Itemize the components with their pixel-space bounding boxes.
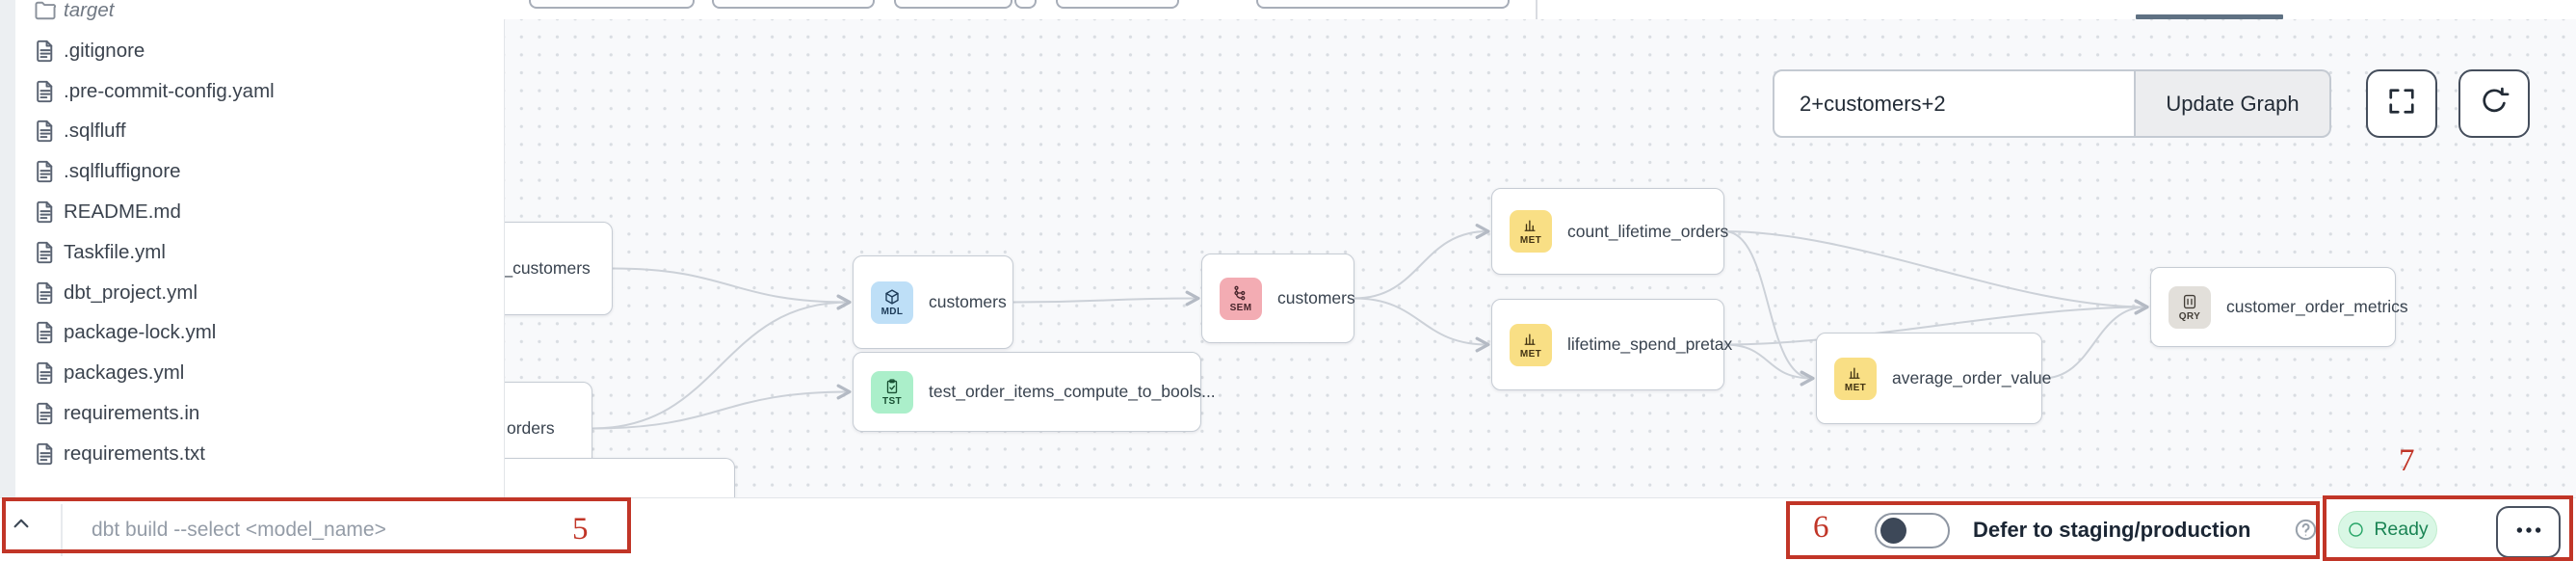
file-row-requirements-in[interactable]: requirements.in: [0, 397, 504, 430]
toggle-knob: [1880, 518, 1906, 544]
folder-icon: [33, 0, 58, 23]
lineage-selector-value: 2+customers+2: [1800, 91, 1946, 116]
file-name: .sqlfluff: [64, 120, 126, 143]
file-icon: [33, 79, 58, 104]
file-name: .pre-commit-config.yaml: [64, 79, 275, 102]
node-label: customers: [1277, 288, 1355, 307]
divider: [61, 504, 63, 556]
file-icon: [33, 361, 58, 386]
refresh-button[interactable]: [2458, 69, 2530, 138]
refresh-icon: [2477, 84, 2511, 123]
node-label: average_order_value: [1892, 368, 2052, 387]
file-name: package-lock.yml: [64, 321, 217, 344]
file-name: README.md: [64, 200, 181, 223]
metric-badge: MET: [1510, 210, 1552, 253]
file-icon: [33, 240, 58, 265]
node-label: customer_order_metrics: [2226, 297, 2408, 316]
file-icon: [33, 320, 58, 345]
node-label: orders: [507, 418, 555, 438]
toolbar-button-cutoff[interactable]: [1056, 0, 1179, 9]
file-row--sqlfluff[interactable]: .sqlfluff: [0, 115, 504, 147]
defer-toggle[interactable]: [1875, 513, 1950, 548]
file-row-README-md[interactable]: README.md: [0, 196, 504, 228]
file-row-requirements-txt[interactable]: requirements.txt: [0, 438, 504, 470]
fullscreen-icon: [2384, 84, 2419, 123]
help-icon[interactable]: [2293, 517, 2320, 544]
graph-node-customers_model[interactable]: MDL customers: [853, 255, 1013, 349]
chevron-up-icon[interactable]: [8, 510, 37, 539]
file-row-dbt-project-yml[interactable]: dbt_project.yml: [0, 277, 504, 309]
file-row--sqlfluffignore[interactable]: .sqlfluffignore: [0, 155, 504, 188]
toolbar-button-cutoff[interactable]: [1256, 0, 1510, 9]
graph-node-lifetime_spend_pretax[interactable]: MET lifetime_spend_pretax: [1491, 299, 1732, 390]
update-graph-button[interactable]: Update Graph: [2136, 69, 2331, 138]
file-icon: [33, 119, 58, 144]
test-badge: TST: [871, 370, 913, 414]
status-badge: Ready: [2338, 511, 2437, 548]
node-label: customers: [929, 292, 1007, 311]
fullscreen-button[interactable]: [2366, 69, 2437, 138]
graph-node-average_order_value[interactable]: MET average_order_value: [1816, 333, 2051, 424]
cube-badge: MDL: [871, 280, 913, 324]
file-icon: [33, 200, 58, 225]
node-label: stg_customers: [481, 258, 591, 278]
toolbar-button-cutoff[interactable]: [712, 0, 875, 9]
node-label: lifetime_spend_pretax: [1567, 334, 1733, 354]
panel-divider: [1536, 0, 1538, 19]
ellipsis-icon: [2512, 514, 2545, 551]
status-circle-icon: [2347, 521, 2365, 539]
file-icon: [33, 441, 58, 467]
metric-badge: MET: [1510, 323, 1552, 366]
file-name: dbt_project.yml: [64, 280, 198, 304]
file-row-target[interactable]: target: [0, 0, 504, 27]
query-badge: QRY: [2169, 285, 2211, 329]
file-name: requirements.txt: [64, 441, 205, 465]
graph-node-customer_order_metrics[interactable]: QRY customer_order_metrics: [2150, 267, 2408, 347]
lineage-selector-input[interactable]: 2+customers+2: [1773, 69, 2136, 138]
file-row--gitignore[interactable]: .gitignore: [0, 35, 504, 67]
file-explorer-sidebar: target .gitignore .pre-commit-config.yaml.…: [0, 0, 505, 497]
sidebar-gutter: [0, 0, 15, 497]
file-icon: [33, 280, 58, 306]
bottom-command-bar: dbt build --select <model_name> Defer to…: [0, 497, 2576, 561]
graph-node-test_order_items[interactable]: TST test_order_items_compute_to_bools...: [853, 352, 1216, 432]
node-label: count_lifetime_orders: [1567, 221, 1729, 241]
file-icon: [33, 159, 58, 184]
file-name: .sqlfluffignore: [64, 160, 181, 183]
command-input[interactable]: dbt build --select <model_name>: [92, 519, 386, 541]
semantic-badge: SEM: [1220, 277, 1262, 320]
file-row-package-lock-yml[interactable]: package-lock.yml: [0, 316, 504, 349]
graph-node-customers_semantic[interactable]: SEM customers: [1201, 254, 1355, 343]
node-label: test_order_items_compute_to_bools...: [929, 382, 1216, 401]
toolbar-button-cutoff[interactable]: [529, 0, 695, 9]
top-toolbar-strip: [504, 0, 2576, 19]
file-row-Taskfile-yml[interactable]: Taskfile.yml: [0, 236, 504, 269]
toolbar-button-cutoff[interactable]: [1014, 0, 1037, 9]
file-name: requirements.in: [64, 402, 200, 424]
more-options-button[interactable]: [2496, 506, 2561, 558]
file-icon: [33, 401, 58, 426]
graph-node-count_lifetime_orders[interactable]: MET count_lifetime_orders: [1491, 188, 1728, 275]
file-name: Taskfile.yml: [64, 240, 166, 263]
toolbar-button-cutoff[interactable]: [894, 0, 1012, 9]
metric-badge: MET: [1834, 357, 1877, 400]
active-tab-underline: [2136, 14, 2283, 19]
file-row-packages-yml[interactable]: packages.yml: [0, 357, 504, 389]
file-name: packages.yml: [64, 361, 185, 385]
file-name: .gitignore: [64, 39, 145, 62]
defer-label: Defer to staging/production: [1973, 518, 2251, 542]
file-name: target: [64, 0, 115, 21]
file-row--pre-commit-config-yaml[interactable]: .pre-commit-config.yaml: [0, 75, 504, 108]
file-icon: [33, 39, 58, 64]
